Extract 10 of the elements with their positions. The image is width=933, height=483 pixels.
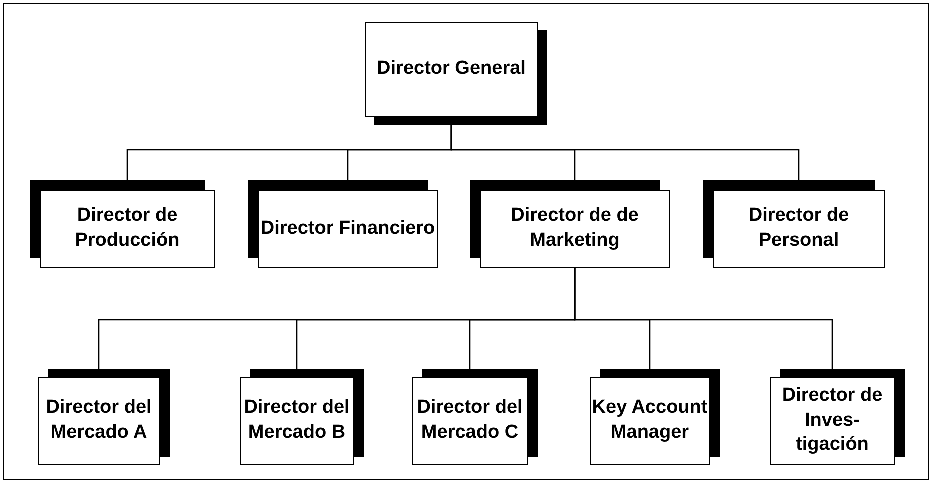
- position-title: Director de de Marketing: [510, 204, 640, 253]
- position-title: Key Account Manager: [591, 396, 709, 445]
- position-title: Director del Mercado C: [416, 396, 524, 445]
- position-title: Director Financiero: [260, 216, 436, 241]
- position-title: Director del Mercado A: [45, 396, 153, 445]
- position-title: Director de Personal: [748, 204, 850, 253]
- position-title: Director de Producción: [74, 204, 181, 253]
- position-title: Director del Mercado B: [243, 396, 351, 445]
- position-title: Director General: [377, 57, 526, 82]
- position-title: Director de Inves- tigación: [781, 384, 884, 458]
